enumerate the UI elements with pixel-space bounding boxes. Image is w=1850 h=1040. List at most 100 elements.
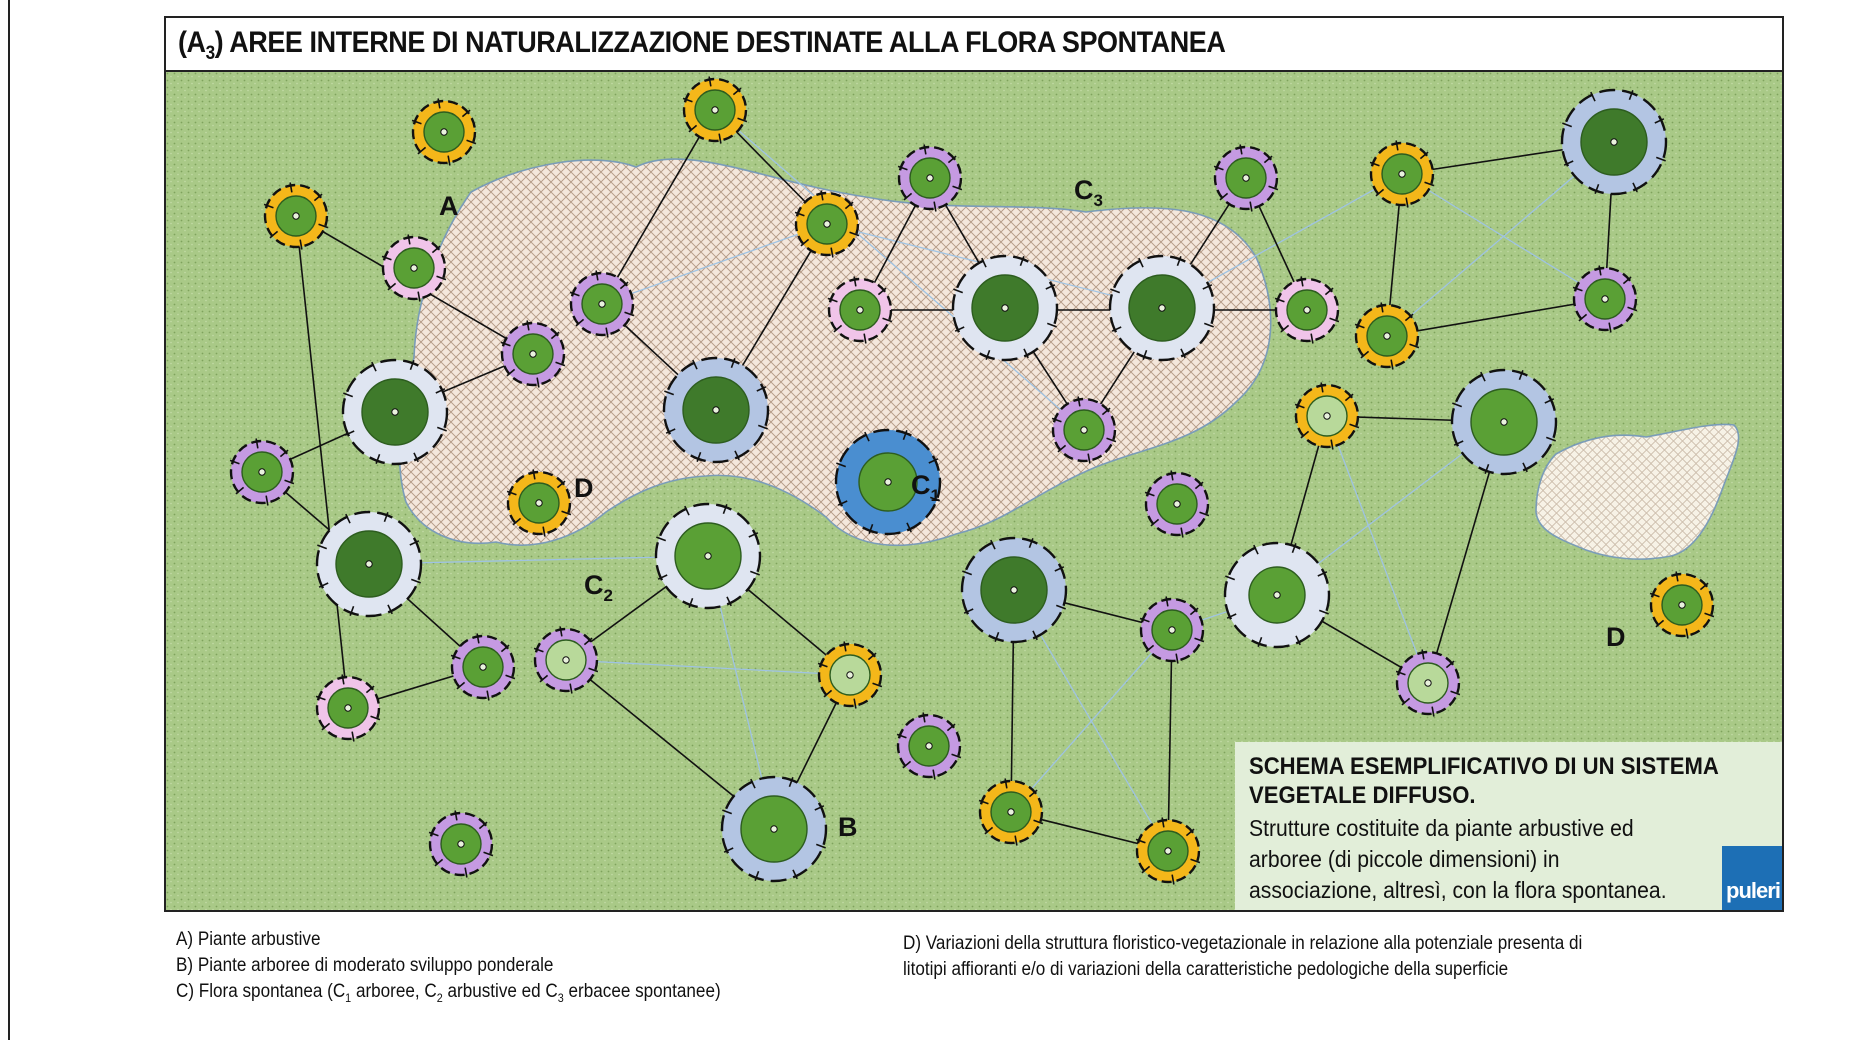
plant-tick bbox=[1563, 160, 1574, 166]
plant-tick bbox=[269, 230, 279, 239]
plant-tick bbox=[1023, 348, 1029, 359]
plant-tick bbox=[656, 536, 667, 542]
plant-p20-purple bbox=[1572, 265, 1638, 333]
plant-center bbox=[365, 560, 373, 568]
plant-tick bbox=[318, 223, 329, 229]
plant-tick bbox=[500, 644, 510, 653]
plant-tick bbox=[1225, 575, 1236, 581]
plant-tick bbox=[407, 234, 411, 245]
plant-tick bbox=[750, 778, 756, 789]
plant-p12-pink bbox=[827, 276, 893, 344]
plant-tick bbox=[1263, 155, 1273, 164]
plant-tick bbox=[1300, 276, 1304, 287]
plant-tick bbox=[506, 368, 516, 377]
light-link-14 bbox=[368, 555, 709, 565]
label-c1-letter: C bbox=[911, 470, 931, 500]
plant-tick bbox=[1590, 91, 1596, 102]
plant-tick bbox=[431, 245, 441, 254]
plant-center bbox=[1168, 626, 1176, 634]
plant-center bbox=[1164, 847, 1172, 855]
plant-tick bbox=[754, 870, 760, 881]
plant-tick bbox=[737, 117, 748, 123]
plant-tick bbox=[990, 539, 996, 550]
plant-tick bbox=[1150, 518, 1160, 527]
plant-tick bbox=[1032, 630, 1038, 641]
plant-tick bbox=[1704, 612, 1715, 618]
plant-p25-orangeL bbox=[1294, 382, 1360, 450]
plant-tick bbox=[1051, 417, 1062, 423]
plant-center bbox=[1383, 332, 1391, 340]
plant-tick bbox=[748, 532, 759, 538]
plant-tick bbox=[1608, 322, 1612, 333]
plant-tick bbox=[800, 238, 810, 247]
plant-tick bbox=[321, 722, 331, 731]
plant-tick bbox=[864, 431, 870, 442]
plant-tick bbox=[1480, 371, 1486, 382]
plant-tick bbox=[1390, 359, 1394, 370]
plant-tick bbox=[1409, 343, 1420, 349]
plant-tick bbox=[1627, 306, 1638, 312]
plant-p15-purple bbox=[1213, 144, 1279, 212]
plant-tick bbox=[1562, 122, 1573, 128]
plant-tick bbox=[317, 544, 328, 550]
plant-tick bbox=[343, 392, 354, 398]
plant-tick bbox=[1628, 90, 1634, 101]
page-left-rule bbox=[8, 0, 10, 1040]
title-subscript: 3 bbox=[205, 43, 216, 64]
plant-center bbox=[535, 499, 543, 507]
plant-tick bbox=[730, 358, 736, 369]
plant-tick bbox=[863, 333, 867, 344]
light-link-7 bbox=[1326, 415, 1429, 684]
light-link-1 bbox=[714, 109, 1085, 431]
plant-center bbox=[1007, 808, 1015, 816]
plant-center bbox=[770, 825, 778, 833]
plant-tick bbox=[289, 182, 293, 193]
plant-tick bbox=[1170, 470, 1174, 481]
plant-tick bbox=[1578, 313, 1588, 322]
plant-center bbox=[1500, 418, 1508, 426]
plant-tick bbox=[1395, 140, 1399, 151]
plant-p14-bigDark bbox=[1108, 254, 1216, 362]
plant-p2-orange bbox=[682, 76, 748, 144]
plant-tick bbox=[265, 495, 269, 506]
plant-tick bbox=[902, 430, 908, 441]
plant-tick bbox=[263, 203, 274, 209]
plant-tick bbox=[833, 324, 843, 333]
label-c2-letter: C bbox=[584, 570, 604, 600]
plant-p1-orange bbox=[411, 98, 477, 166]
plant-p38-purple bbox=[896, 712, 962, 780]
plant-tick bbox=[1324, 287, 1334, 296]
plant-tick bbox=[692, 359, 698, 370]
plant-tick bbox=[1138, 257, 1144, 268]
plant-tick bbox=[1194, 481, 1204, 490]
legend-left: A) Piante arbustive B) Piante arboree di… bbox=[176, 927, 781, 1011]
plant-tick bbox=[1142, 349, 1148, 360]
plant-tick bbox=[313, 193, 323, 202]
plant-tick bbox=[1253, 544, 1259, 555]
plant-tick bbox=[1144, 491, 1155, 497]
plant-tick bbox=[981, 257, 987, 268]
plant-tick bbox=[555, 361, 566, 367]
light-link-11 bbox=[565, 659, 851, 676]
plant-tick bbox=[437, 98, 441, 109]
plant-tick bbox=[365, 685, 375, 694]
plant-center bbox=[410, 264, 418, 272]
plant-tick bbox=[533, 647, 544, 653]
plant-tick bbox=[456, 681, 466, 690]
label-c3-sub: 3 bbox=[1094, 191, 1103, 210]
plant-tick bbox=[387, 282, 397, 291]
plant-tick bbox=[1087, 453, 1091, 464]
plant-tick bbox=[1330, 439, 1334, 450]
plant-tick bbox=[849, 231, 860, 237]
plant-tick bbox=[1190, 858, 1201, 864]
plant-p41-orange bbox=[978, 778, 1044, 846]
plant-tick bbox=[952, 185, 963, 191]
plant-center bbox=[823, 220, 831, 228]
plant-p37-orange bbox=[1649, 571, 1715, 639]
plant-center bbox=[1610, 138, 1618, 146]
plant-tick bbox=[387, 604, 393, 615]
plant-p6-purple bbox=[569, 270, 635, 338]
legend-c-mid1: arboree, C bbox=[351, 981, 437, 1002]
plant-center bbox=[712, 406, 720, 414]
plant-tick bbox=[1320, 382, 1324, 393]
